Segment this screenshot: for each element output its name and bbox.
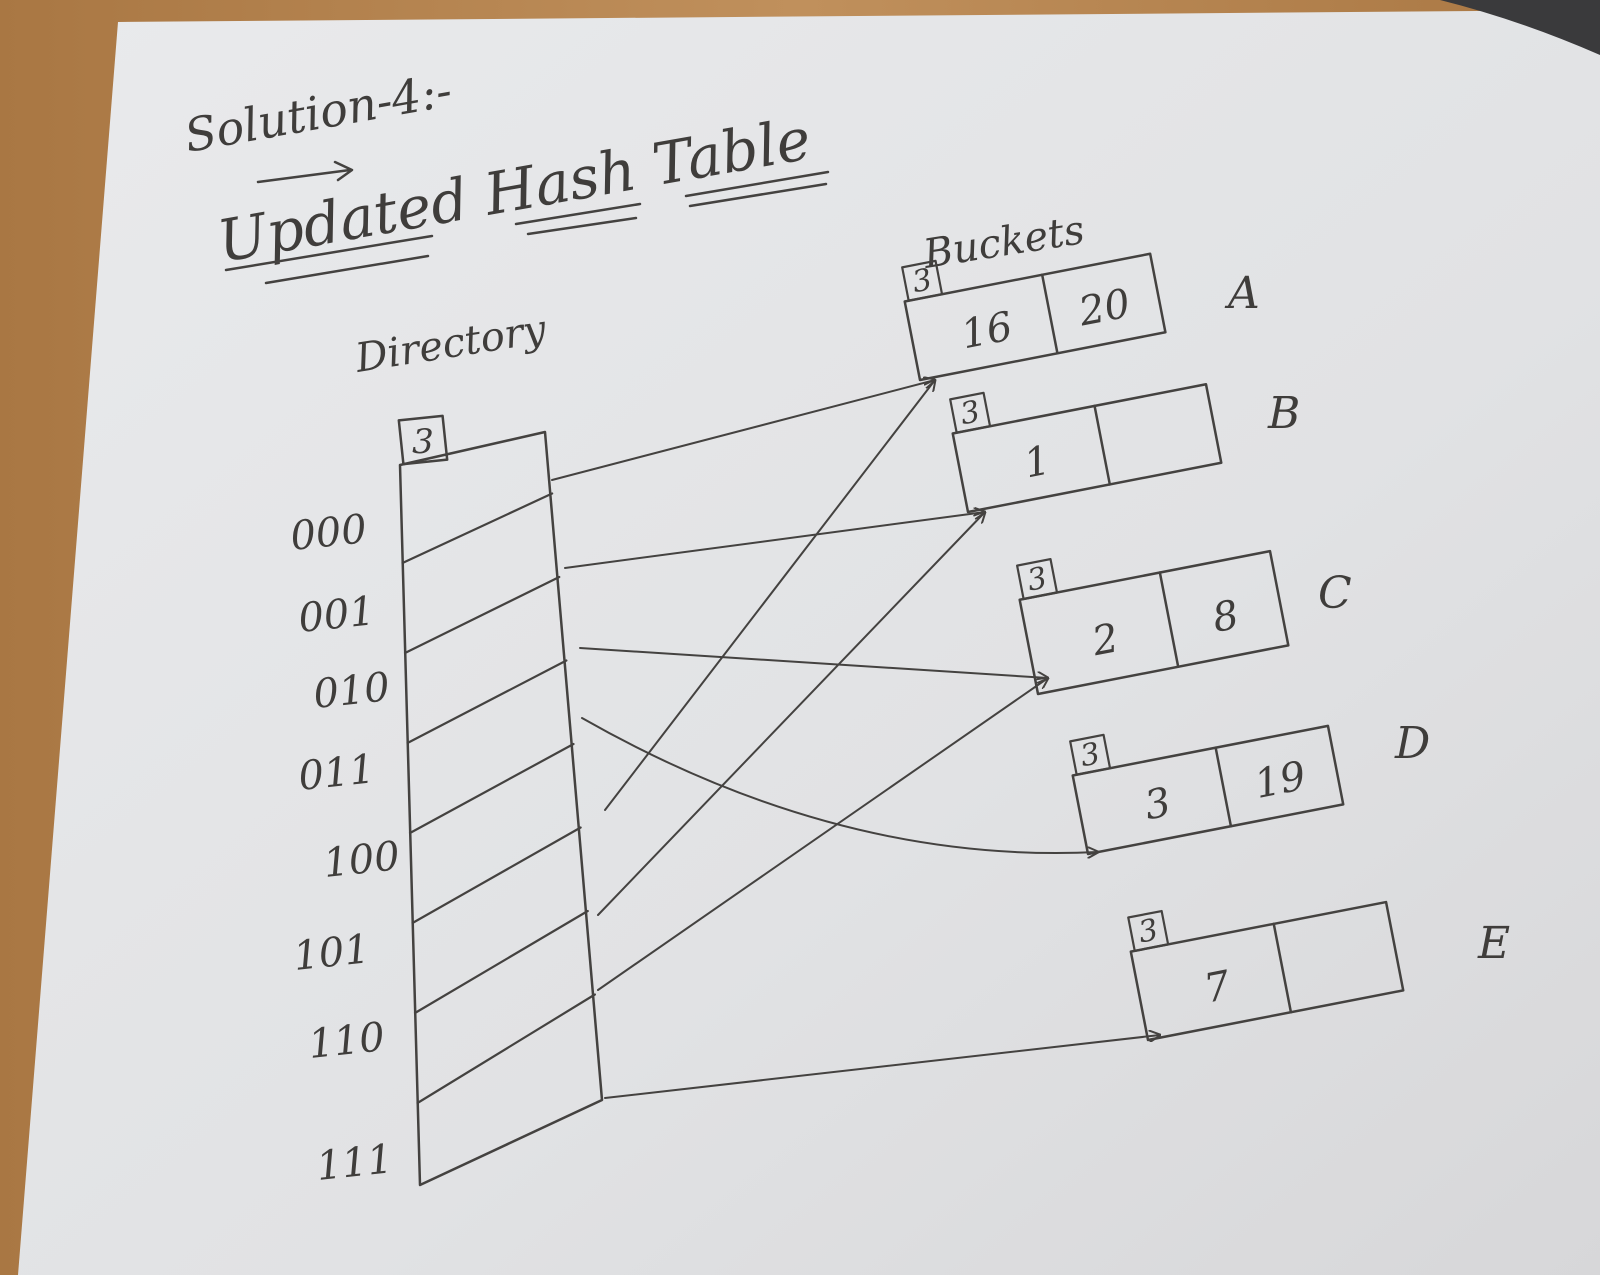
bucket-name: C (1318, 568, 1352, 619)
bucket-divider (1272, 922, 1293, 1014)
bucket-frame (1071, 724, 1345, 856)
local-depth-box (1016, 558, 1059, 601)
heading-underline (224, 170, 830, 285)
directory-divider (413, 909, 589, 1015)
bucket-frame (1129, 900, 1405, 1042)
directory-entry: 101 (291, 926, 372, 980)
bucket-divider (1158, 571, 1180, 669)
directory-divider (408, 742, 575, 835)
dark-object (1440, 0, 1600, 55)
directory: 3 000 001 010 011 100 101 110 111 (288, 414, 604, 1190)
directory-pointers (551, 380, 1160, 1099)
bucket-e: 37 (1127, 900, 1405, 1042)
directory-entry: 111 (314, 1136, 395, 1190)
directory-entry-bits: 100 (321, 833, 402, 887)
bucket-key: 20 (1074, 281, 1134, 336)
pointer-arrow (581, 717, 1098, 853)
paper-sheet (18, 10, 1600, 1275)
directory-divider (403, 575, 561, 655)
global-depth-value: 3 (412, 422, 434, 462)
bucket-frame (951, 382, 1223, 514)
bucket-name: D (1394, 718, 1430, 769)
directory-divider (401, 492, 554, 565)
directory-entry-bits: 001 (296, 588, 377, 642)
bucket-divider (1040, 273, 1059, 355)
directory-entry: 001 (296, 588, 377, 642)
local-depth-box (949, 391, 992, 434)
directory-entry-bits: 011 (296, 746, 377, 800)
global-depth-box (397, 414, 449, 466)
directory-entry-bits: 000 (288, 506, 369, 560)
directory-divider (406, 659, 568, 745)
pointer-arrow (551, 380, 935, 481)
local-depth-box (1069, 733, 1112, 776)
directory-entry: 110 (306, 1014, 387, 1068)
directory-entry-bits: 111 (314, 1136, 395, 1190)
pointer-arrow (597, 678, 1048, 991)
bucket-frame (903, 252, 1167, 382)
directory-entry-bits: 110 (306, 1014, 387, 1068)
directory-entry: 011 (296, 746, 377, 800)
bucket-name: B (1267, 388, 1300, 439)
bucket-key: 16 (957, 304, 1016, 359)
directory-entry: 000 (288, 506, 369, 560)
bucket-frame (1018, 549, 1290, 696)
directory-divider (416, 993, 596, 1105)
directory-frame (398, 430, 604, 1187)
directory-entry: 100 (321, 833, 402, 887)
directory-entry-bits: 010 (311, 664, 392, 718)
bucket-name: A (1224, 268, 1260, 319)
pointer-arrow (564, 512, 985, 569)
directory-entry-bits: 101 (291, 926, 372, 980)
directory-divider (411, 826, 582, 925)
bucket-key: 19 (1251, 753, 1310, 808)
directory-entry: 010 (311, 664, 392, 718)
bucket-divider (1093, 404, 1112, 486)
pointer-arrow (604, 380, 935, 811)
pointer-arrow (604, 1035, 1160, 1099)
arrow-marker-icon (256, 160, 354, 184)
local-depth-box (1127, 909, 1170, 952)
bucket-name: E (1477, 918, 1510, 969)
pointer-arrow (579, 647, 1048, 678)
bucket-divider (1214, 746, 1233, 828)
pointer-arrow (597, 512, 985, 916)
local-depth-box (901, 259, 944, 302)
